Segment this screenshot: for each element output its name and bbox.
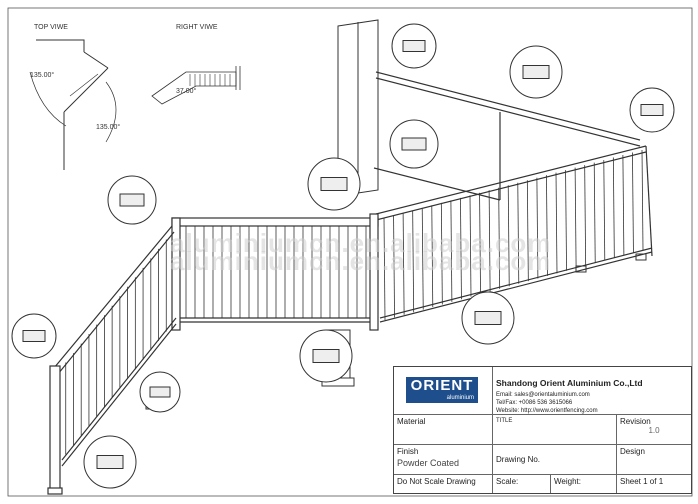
- sheet-label: Sheet 1 of 1: [620, 477, 664, 486]
- company-website: Website: http://www.orientfencing.com: [496, 408, 598, 414]
- baluster: [546, 175, 548, 276]
- baluster: [622, 155, 625, 256]
- title-cell: TITLE: [493, 415, 617, 445]
- right-view-sketch: [151, 66, 241, 105]
- drawing-no-cell: Drawing No.: [493, 445, 617, 475]
- orient-logo: ORIENT aluminium: [406, 377, 478, 403]
- detail-profile: [149, 386, 171, 398]
- company-cell: Shandong Orient Aluminium Co.,Ltd Email:…: [493, 367, 691, 415]
- logo-cell: ORIENT aluminium: [394, 367, 493, 415]
- design-label: Design: [620, 447, 645, 456]
- top-angle-1: 135.00°: [30, 72, 55, 79]
- baluster: [574, 167, 577, 269]
- scale-label: Scale:: [496, 477, 519, 486]
- baluster: [555, 172, 558, 274]
- baluster: [536, 177, 539, 279]
- top-angle-2: 135.00°: [96, 124, 121, 131]
- baluster: [421, 207, 424, 310]
- drawing-no-label: Drawing No.: [496, 455, 541, 464]
- baluster: [412, 210, 415, 313]
- baluster: [498, 187, 501, 289]
- center-fence: [171, 213, 379, 331]
- detail-profile: [640, 104, 664, 116]
- baluster: [383, 217, 386, 321]
- do-not-scale-label: Do Not Scale Drawing: [397, 477, 476, 486]
- finish-cell: Finish Powder Coated: [394, 445, 493, 475]
- right-fence: [375, 145, 653, 323]
- baluster: [507, 185, 510, 287]
- detail-profile: [474, 311, 502, 325]
- revision-label: Revision: [620, 417, 651, 426]
- baluster: [479, 192, 481, 295]
- title-label: TITLE: [496, 418, 513, 424]
- baluster: [584, 165, 587, 266]
- wall-post: [337, 19, 379, 197]
- detail-profile: [22, 330, 46, 342]
- detail-profile: [119, 193, 145, 207]
- baluster: [440, 202, 443, 305]
- logo-word: ORIENT: [410, 377, 474, 394]
- finish-value: Powder Coated: [397, 458, 460, 468]
- watermark-text-shadow: aluminiumcn.en.alibaba.com: [170, 246, 552, 276]
- weight-label: Weight:: [554, 477, 581, 486]
- do-not-scale-cell: Do Not Scale Drawing: [394, 475, 493, 493]
- detail-profile: [522, 65, 550, 79]
- revision-cell: Revision 1.0: [617, 415, 691, 445]
- weight-cell: Weight:: [551, 475, 617, 493]
- top-view-sketch: [29, 39, 117, 170]
- baluster: [632, 152, 634, 253]
- baluster: [603, 160, 606, 261]
- baluster: [517, 182, 520, 284]
- baluster: [488, 190, 491, 292]
- detail-profile: [96, 455, 124, 469]
- finish-label: Finish: [397, 447, 419, 456]
- scale-cell: Scale:: [493, 475, 551, 493]
- baluster: [469, 195, 472, 297]
- baluster: [641, 149, 644, 251]
- detail-profile: [320, 177, 348, 191]
- company-email: Email: sales@orientaluminium.com: [496, 392, 590, 398]
- baluster: [402, 212, 405, 315]
- baluster: [431, 205, 434, 308]
- company-tel: Tel/Fax: +0086 536 3615066: [496, 400, 573, 406]
- right-angle: 37.00°: [176, 88, 197, 95]
- baluster: [450, 200, 453, 302]
- title-block: ORIENT aluminium Shandong Orient Alumini…: [393, 366, 692, 494]
- revision-value: 1.0: [648, 426, 660, 435]
- detail-callouts: [11, 23, 675, 489]
- baluster: [460, 197, 462, 300]
- company-name: Shandong Orient Aluminium Co.,Ltd: [496, 378, 643, 388]
- sheet-cell: Sheet 1 of 1: [617, 475, 691, 493]
- material-cell: Material: [394, 415, 493, 445]
- watermark-text: aluminiumcn.en.alibaba.com: [170, 228, 552, 258]
- baluster: [593, 162, 596, 263]
- top-view-label: TOP VIWE: [34, 24, 68, 31]
- material-label: Material: [397, 417, 426, 426]
- logo-sub: aluminium: [446, 395, 474, 401]
- right-view-label: RIGHT VIWE: [176, 24, 218, 31]
- baluster: [565, 170, 567, 271]
- detail-profile: [401, 137, 427, 151]
- baluster: [526, 180, 529, 282]
- stair-fence: [47, 225, 177, 495]
- detail-profile: [402, 40, 426, 52]
- baluster: [612, 157, 615, 258]
- design-cell: Design: [617, 445, 691, 475]
- detail-profile: [312, 349, 340, 363]
- baluster: [393, 215, 395, 318]
